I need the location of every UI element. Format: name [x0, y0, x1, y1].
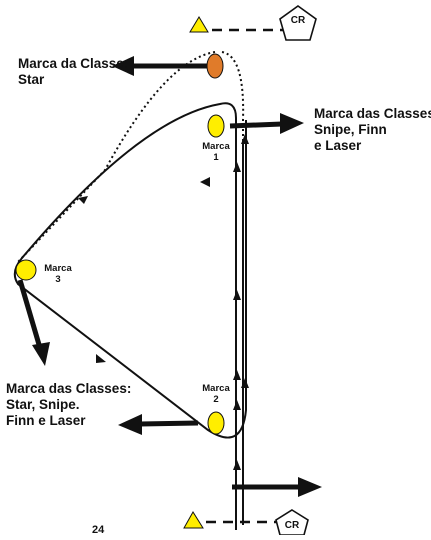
mark2-buoy — [207, 411, 225, 435]
mark1-buoy — [207, 114, 225, 138]
all-classes-mark-label: Marca das Classes: Star, Snipe. Finn e L… — [6, 381, 131, 430]
direction-arrow — [78, 196, 88, 204]
bottom-caption-fragment: 24 — [92, 524, 105, 536]
mark3-buoy — [15, 259, 37, 281]
mark2-number: 2 — [213, 394, 219, 406]
all-label-line1: Marca das Classes: — [6, 381, 132, 396]
star-buoy — [206, 53, 224, 79]
direction-arrow — [233, 290, 241, 300]
mark3-label: Marca 3 — [40, 263, 76, 286]
mark1-label: Marca 1 — [196, 141, 236, 164]
snipe-label-line2: Snipe, Finn — [314, 122, 387, 138]
finish-arrow-head — [298, 477, 322, 497]
all-classes-arrow — [139, 420, 199, 427]
direction-arrow — [241, 378, 249, 388]
snipe-mark-arrow — [229, 121, 283, 129]
snipe-label-line3: e Laser — [314, 138, 362, 154]
direction-arrow — [233, 460, 241, 470]
wind-indicator — [200, 177, 210, 187]
all-classes-arrow-head — [118, 414, 142, 435]
mark3-number: 3 — [55, 274, 61, 286]
star-mark-arrow-head — [112, 56, 134, 76]
star-mark-label: Marca da Classe: Star — [18, 56, 128, 88]
snipe-mark-arrow-head — [280, 113, 304, 134]
mark3-arrow — [17, 279, 43, 349]
star-dotted-route — [221, 51, 245, 190]
cr-bottom-label: CR — [284, 520, 300, 531]
mark3-arrow-head — [32, 342, 50, 366]
direction-arrow — [233, 400, 241, 410]
mark1-number: 1 — [213, 152, 219, 164]
all-label-line2: Star, Snipe. — [6, 397, 80, 413]
mark2-label: Marca 2 — [196, 383, 236, 406]
snipe-finn-laser-mark-label: Marca das Classes: Snipe, Finn e Laser — [314, 106, 431, 155]
start-triangle-top — [189, 16, 209, 33]
cr-top-label: CR — [290, 15, 306, 26]
direction-arrow — [96, 354, 106, 363]
star-mark-label-line1: Marca da Classe: — [18, 56, 129, 71]
direction-arrow — [233, 162, 241, 172]
star-dotted-route-left — [17, 51, 216, 263]
snipe-label-line1: Marca das Classes: — [314, 106, 431, 121]
all-label-line3: Finn e Laser — [6, 413, 86, 429]
course-loop — [13, 102, 247, 530]
mark2-word: Marca — [202, 383, 230, 394]
star-mark-label-line2: Star — [18, 72, 45, 88]
direction-arrow — [241, 134, 249, 144]
mark3-word: Marca — [44, 263, 72, 274]
mark1-word: Marca — [202, 141, 230, 152]
start-triangle-bottom — [183, 511, 204, 529]
direction-arrow — [233, 370, 241, 380]
cr-boat-top — [279, 5, 317, 41]
